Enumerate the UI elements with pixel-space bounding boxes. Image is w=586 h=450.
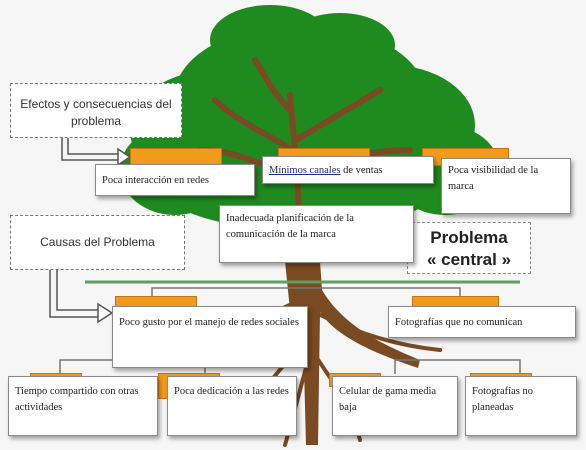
sub-cause-2-text: Poca dedicación a las redes [174, 386, 289, 397]
effects-label-box: Efectos y consecuencias del problema [10, 83, 182, 138]
effect-2-text-underlined: Mínimos canales [269, 165, 341, 176]
effect-2-text-rest: de ventas [340, 165, 383, 176]
cause-2-text: Fotografías que no comunican [395, 317, 523, 328]
central-problem-line1: Problema [430, 228, 508, 247]
effects-label: Efectos y consecuencias del problema [20, 97, 172, 129]
label-arrows [49, 138, 132, 324]
causes-label-box: Causas del Problema [10, 215, 185, 270]
sub-cause-box-1: Tiempo compartido con otras actividades [8, 376, 158, 436]
central-problem-box: Problema « central » [407, 222, 531, 274]
sub-cause-4-text: Fotografías no planeadas [472, 386, 533, 414]
cause-box-1: Poco gusto por el manejo de redes social… [112, 306, 308, 368]
effect-1-text: Poca interacción en redes [102, 175, 209, 186]
effect-box-1: Poca interacción en redes [95, 164, 255, 196]
sub-cause-3-text: Celular de gama media baja [339, 386, 437, 414]
cause-1-text: Poco gusto por el manejo de redes social… [119, 317, 299, 328]
cause-box-2: Fotografías que no comunican [388, 306, 576, 338]
sub-cause-box-3: Celular de gama media baja [332, 376, 458, 436]
sub-cause-1-text: Tiempo compartido con otras actividades [15, 386, 139, 414]
sub-cause-box-2: Poca dedicación a las redes [167, 376, 297, 436]
effect-3-text: Poca visibilidad de la marca [448, 165, 539, 193]
central-problem-line2: « central » [426, 250, 512, 270]
effect-box-4: Inadecuada planificación de la comunicac… [219, 205, 414, 263]
sub-cause-box-4: Fotografías no planeadas [465, 376, 577, 436]
effect-box-2: Mínimos canales de ventas [262, 156, 434, 184]
effect-box-3: Poca visibilidad de la marca [441, 158, 571, 214]
causes-label: Causas del Problema [40, 235, 155, 249]
effect-4-text: Inadecuada planificación de la comunicac… [226, 213, 354, 241]
